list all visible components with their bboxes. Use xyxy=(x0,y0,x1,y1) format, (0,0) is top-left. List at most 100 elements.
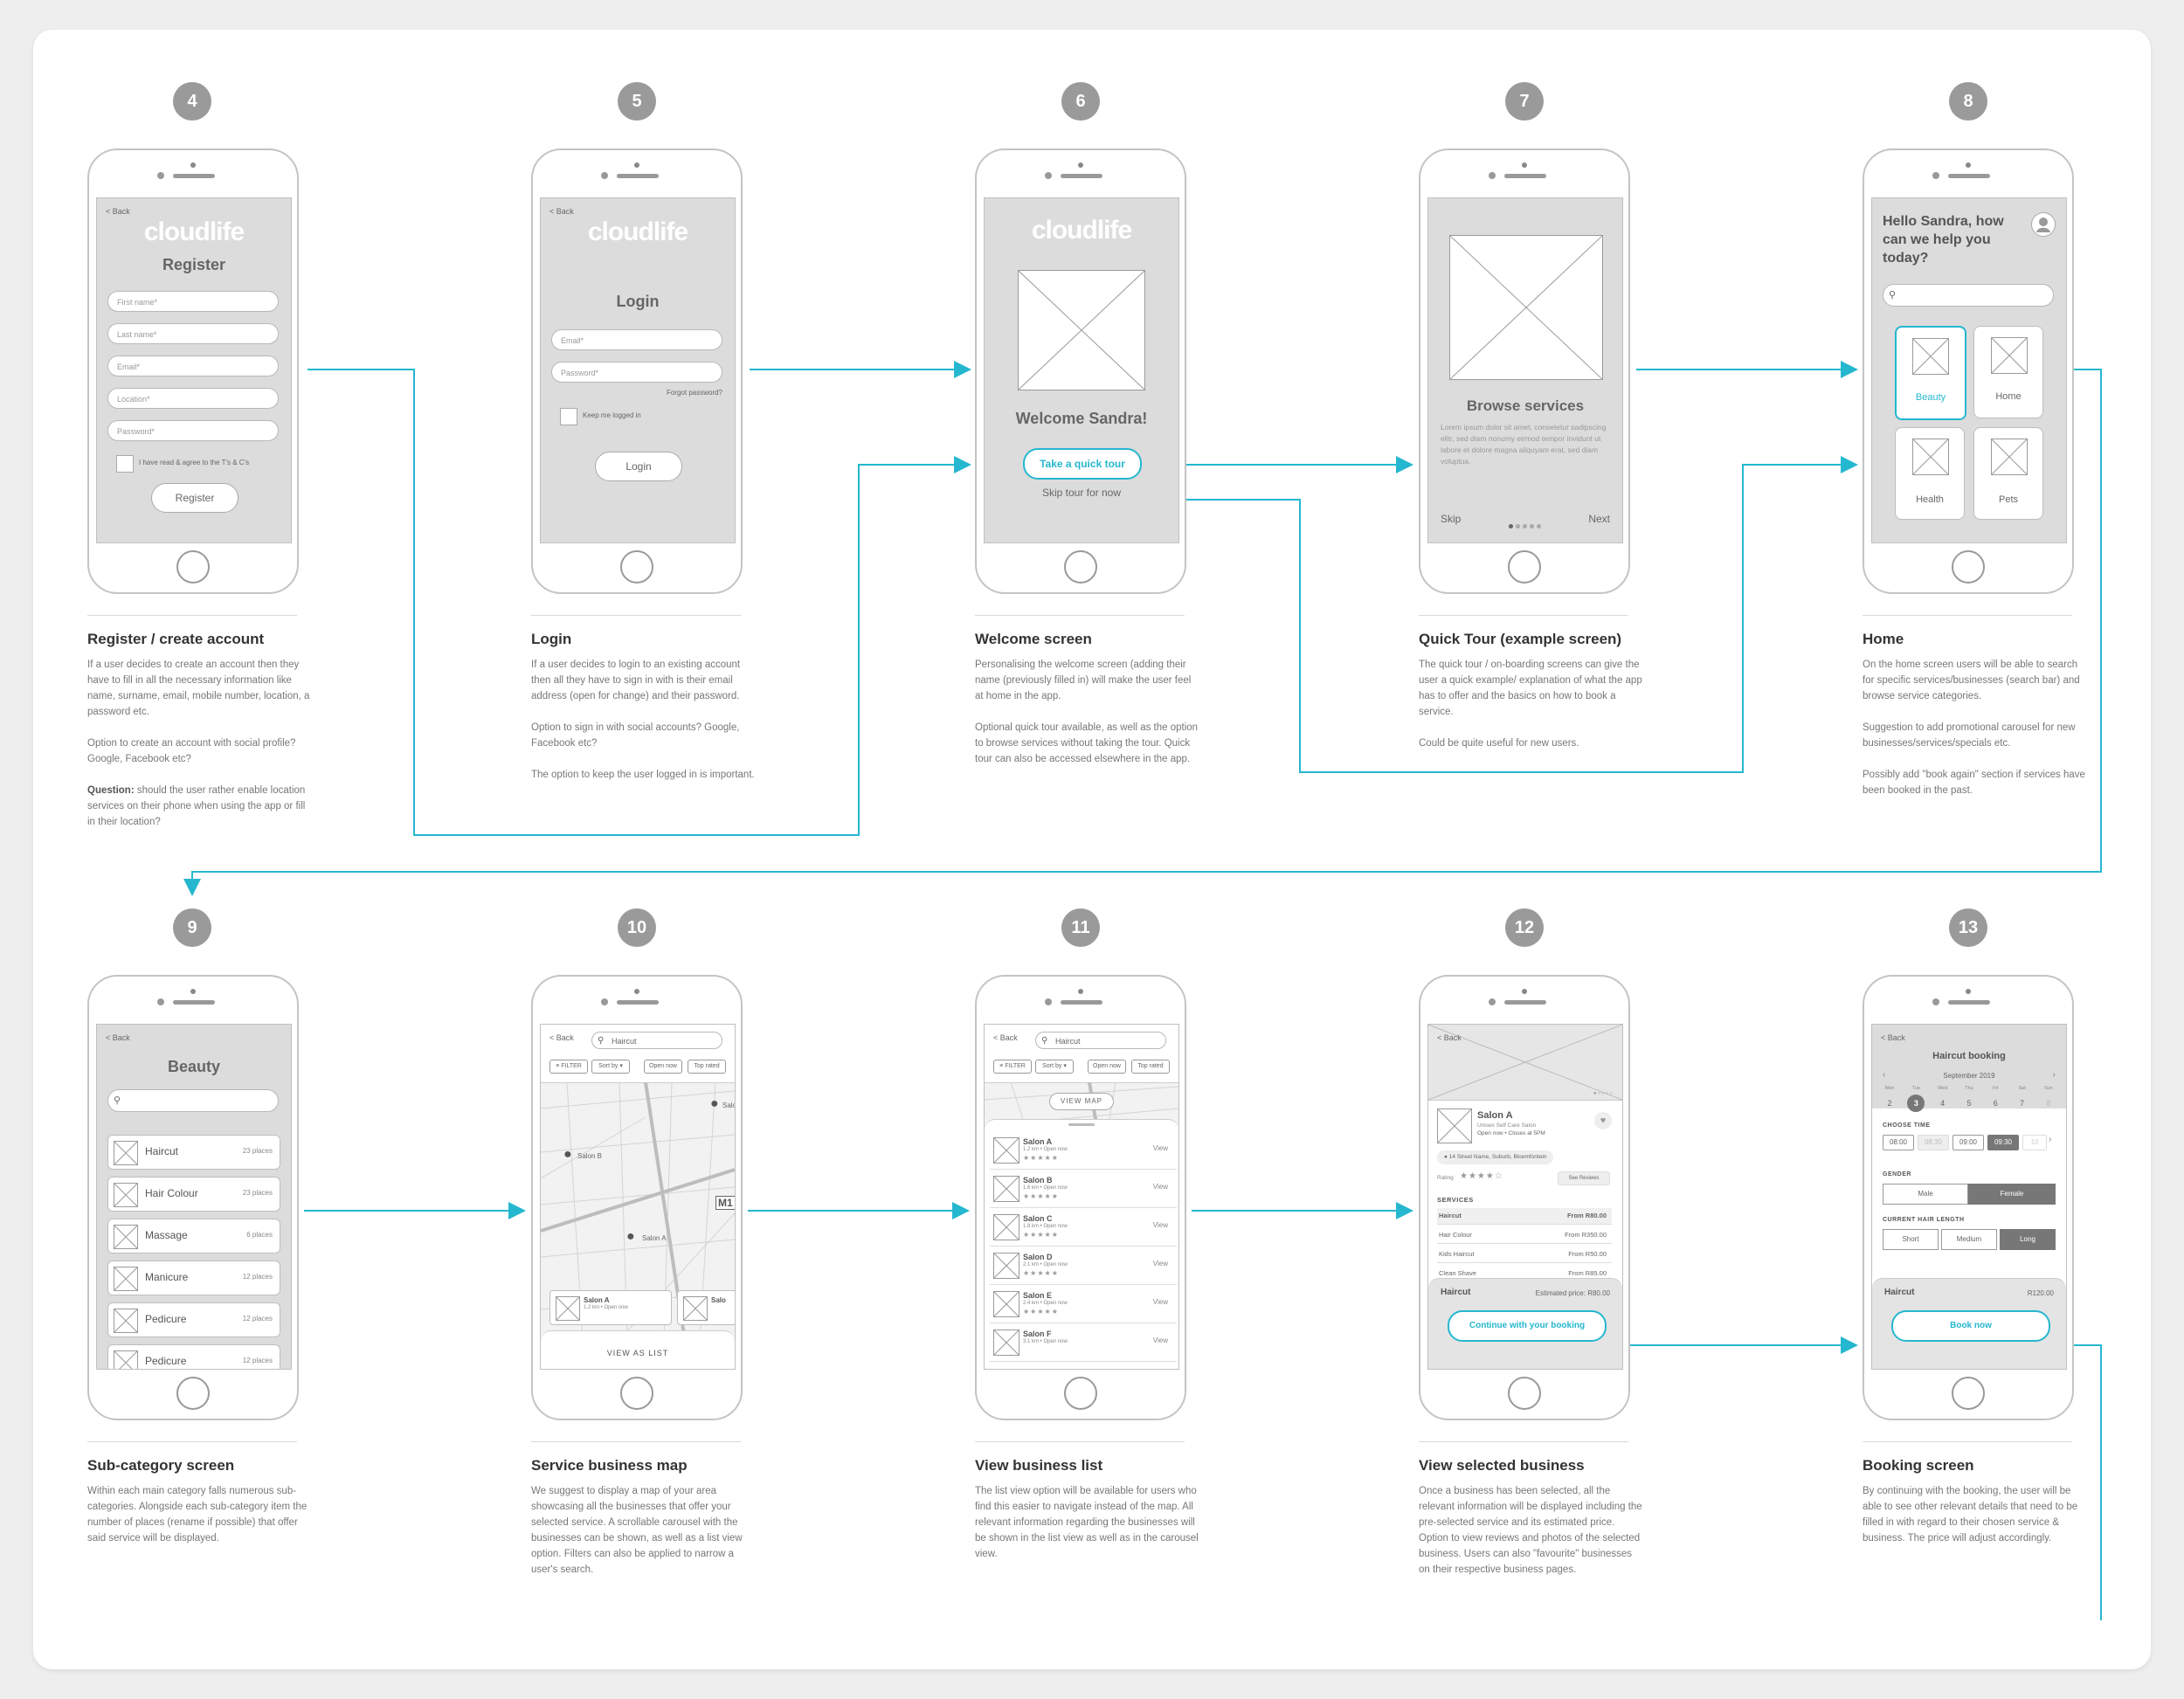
filter-button[interactable]: ≡ FILTER xyxy=(549,1060,588,1074)
hair-medium-option[interactable]: Medium xyxy=(1941,1229,1997,1250)
time-slot[interactable]: 10 xyxy=(2022,1135,2047,1150)
search-input[interactable]: ⚲ xyxy=(1883,284,2054,307)
view-link[interactable]: View xyxy=(1152,1221,1168,1229)
quick-tour-button[interactable]: Take a quick tour xyxy=(1023,448,1142,480)
top-rated-filter[interactable]: Top rated xyxy=(1131,1060,1170,1074)
login-button[interactable]: Login xyxy=(595,452,682,481)
profile-icon[interactable] xyxy=(2031,212,2056,237)
see-reviews-button[interactable]: See Reviews xyxy=(1558,1171,1610,1185)
email-field[interactable]: Email* xyxy=(107,356,279,376)
view-map-button[interactable]: VIEW MAP xyxy=(1049,1093,1114,1110)
category-pets[interactable]: Pets xyxy=(1973,427,2043,520)
hair-long-option[interactable]: Long xyxy=(2000,1229,2056,1250)
date-cell-selected[interactable]: 3 xyxy=(1907,1095,1925,1112)
category-beauty[interactable]: Beauty xyxy=(1895,326,1966,420)
date-cell[interactable]: 4 xyxy=(1940,1099,1946,1108)
search-input[interactable]: ⚲Haircut xyxy=(591,1032,722,1049)
next-link[interactable]: Next xyxy=(1588,513,1610,525)
address-chip[interactable]: ● 14 Street Name, Suburb, Bloemfontein xyxy=(1437,1150,1554,1164)
register-button[interactable]: Register xyxy=(151,483,238,513)
email-field[interactable]: Email* xyxy=(551,329,722,350)
speaker-icon xyxy=(1948,1000,1990,1005)
service-name: Clean Shave xyxy=(1439,1269,1476,1277)
filter-button[interactable]: ≡ FILTER xyxy=(993,1060,1032,1074)
keep-logged-in-checkbox[interactable] xyxy=(560,408,577,425)
skip-link[interactable]: Skip xyxy=(1441,513,1462,525)
password-field[interactable]: Password* xyxy=(107,420,279,441)
continue-booking-button[interactable]: Continue with your booking xyxy=(1448,1310,1607,1342)
view-as-list-button[interactable]: VIEW AS LIST xyxy=(541,1330,735,1369)
date-cell[interactable]: 5 xyxy=(1966,1099,1972,1108)
time-slot-selected[interactable]: 09:30 xyxy=(1987,1135,2019,1150)
divider xyxy=(1863,1441,2072,1442)
next-times-icon[interactable]: › xyxy=(2049,1135,2052,1144)
search-input[interactable]: ⚲ xyxy=(107,1089,279,1112)
password-field[interactable]: Password* xyxy=(551,362,722,383)
date-cell[interactable]: 6 xyxy=(1993,1099,1998,1108)
terms-checkbox[interactable] xyxy=(116,455,134,473)
view-link[interactable]: View xyxy=(1152,1260,1168,1267)
drag-handle[interactable] xyxy=(1068,1123,1095,1126)
time-slot[interactable]: 08:00 xyxy=(1883,1135,1914,1150)
category-home[interactable]: Home xyxy=(1973,326,2043,418)
view-link[interactable]: View xyxy=(1152,1144,1168,1152)
date-cell[interactable]: 8 xyxy=(2046,1099,2051,1108)
date-cell[interactable]: 7 xyxy=(2020,1099,2025,1108)
first-name-field[interactable]: First name* xyxy=(107,291,279,312)
favourite-heart-icon[interactable]: ♥ xyxy=(1594,1112,1612,1129)
time-slot[interactable]: 09:00 xyxy=(1952,1135,1984,1150)
category-health[interactable]: Health xyxy=(1895,427,1965,520)
pin-label: Salon B xyxy=(577,1152,603,1160)
camera-icon xyxy=(190,989,196,994)
next-month-icon[interactable]: › xyxy=(2052,1070,2056,1080)
business-carousel-card[interactable]: Salon A 1.2 km • Open now xyxy=(549,1290,672,1325)
view-link[interactable]: View xyxy=(1152,1183,1168,1191)
back-link[interactable]: < Back xyxy=(1881,1033,1905,1042)
top-rated-filter[interactable]: Top rated xyxy=(688,1060,726,1074)
back-link[interactable]: < Back xyxy=(1437,1033,1462,1042)
choose-time-label: CHOOSE TIME xyxy=(1883,1122,1931,1129)
prev-month-icon[interactable]: ‹ xyxy=(1883,1070,1886,1080)
open-now-filter[interactable]: Open now xyxy=(1088,1060,1126,1074)
back-link[interactable]: < Back xyxy=(549,1033,574,1042)
estimated-price: Estimated price: R80.00 xyxy=(1535,1289,1610,1297)
step-title: View selected business xyxy=(1419,1457,1585,1474)
back-link[interactable]: < Back xyxy=(993,1033,1018,1042)
skip-tour-link[interactable]: Skip tour for now xyxy=(1041,487,1122,499)
last-name-field[interactable]: Last name* xyxy=(107,323,279,344)
back-link[interactable]: < Back xyxy=(106,1033,130,1042)
sort-by-dropdown[interactable]: Sort by ▾ xyxy=(1035,1060,1074,1074)
forgot-password-link[interactable]: Forgot password? xyxy=(666,389,722,397)
business-carousel-card[interactable]: Salo xyxy=(677,1290,735,1325)
open-now-filter[interactable]: Open now xyxy=(644,1060,682,1074)
search-input[interactable]: ⚲Haircut xyxy=(1035,1032,1166,1049)
date-cell[interactable]: 2 xyxy=(1887,1099,1892,1108)
gender-female-option[interactable]: Female xyxy=(1968,1184,2056,1205)
sensor-icon xyxy=(1932,172,1939,179)
view-link[interactable]: View xyxy=(1152,1298,1168,1306)
back-link[interactable]: < Back xyxy=(106,207,130,216)
gender-male-option[interactable]: Male xyxy=(1883,1184,1968,1205)
view-link[interactable]: View xyxy=(1152,1336,1168,1344)
location-field[interactable]: Location* xyxy=(107,388,279,409)
hair-short-option[interactable]: Short xyxy=(1883,1229,1939,1250)
sort-by-dropdown[interactable]: Sort by ▾ xyxy=(591,1060,630,1074)
back-link[interactable]: < Back xyxy=(549,207,574,216)
book-now-button[interactable]: Book now xyxy=(1891,1310,2050,1342)
selected-service: Haircut xyxy=(1441,1288,1471,1297)
